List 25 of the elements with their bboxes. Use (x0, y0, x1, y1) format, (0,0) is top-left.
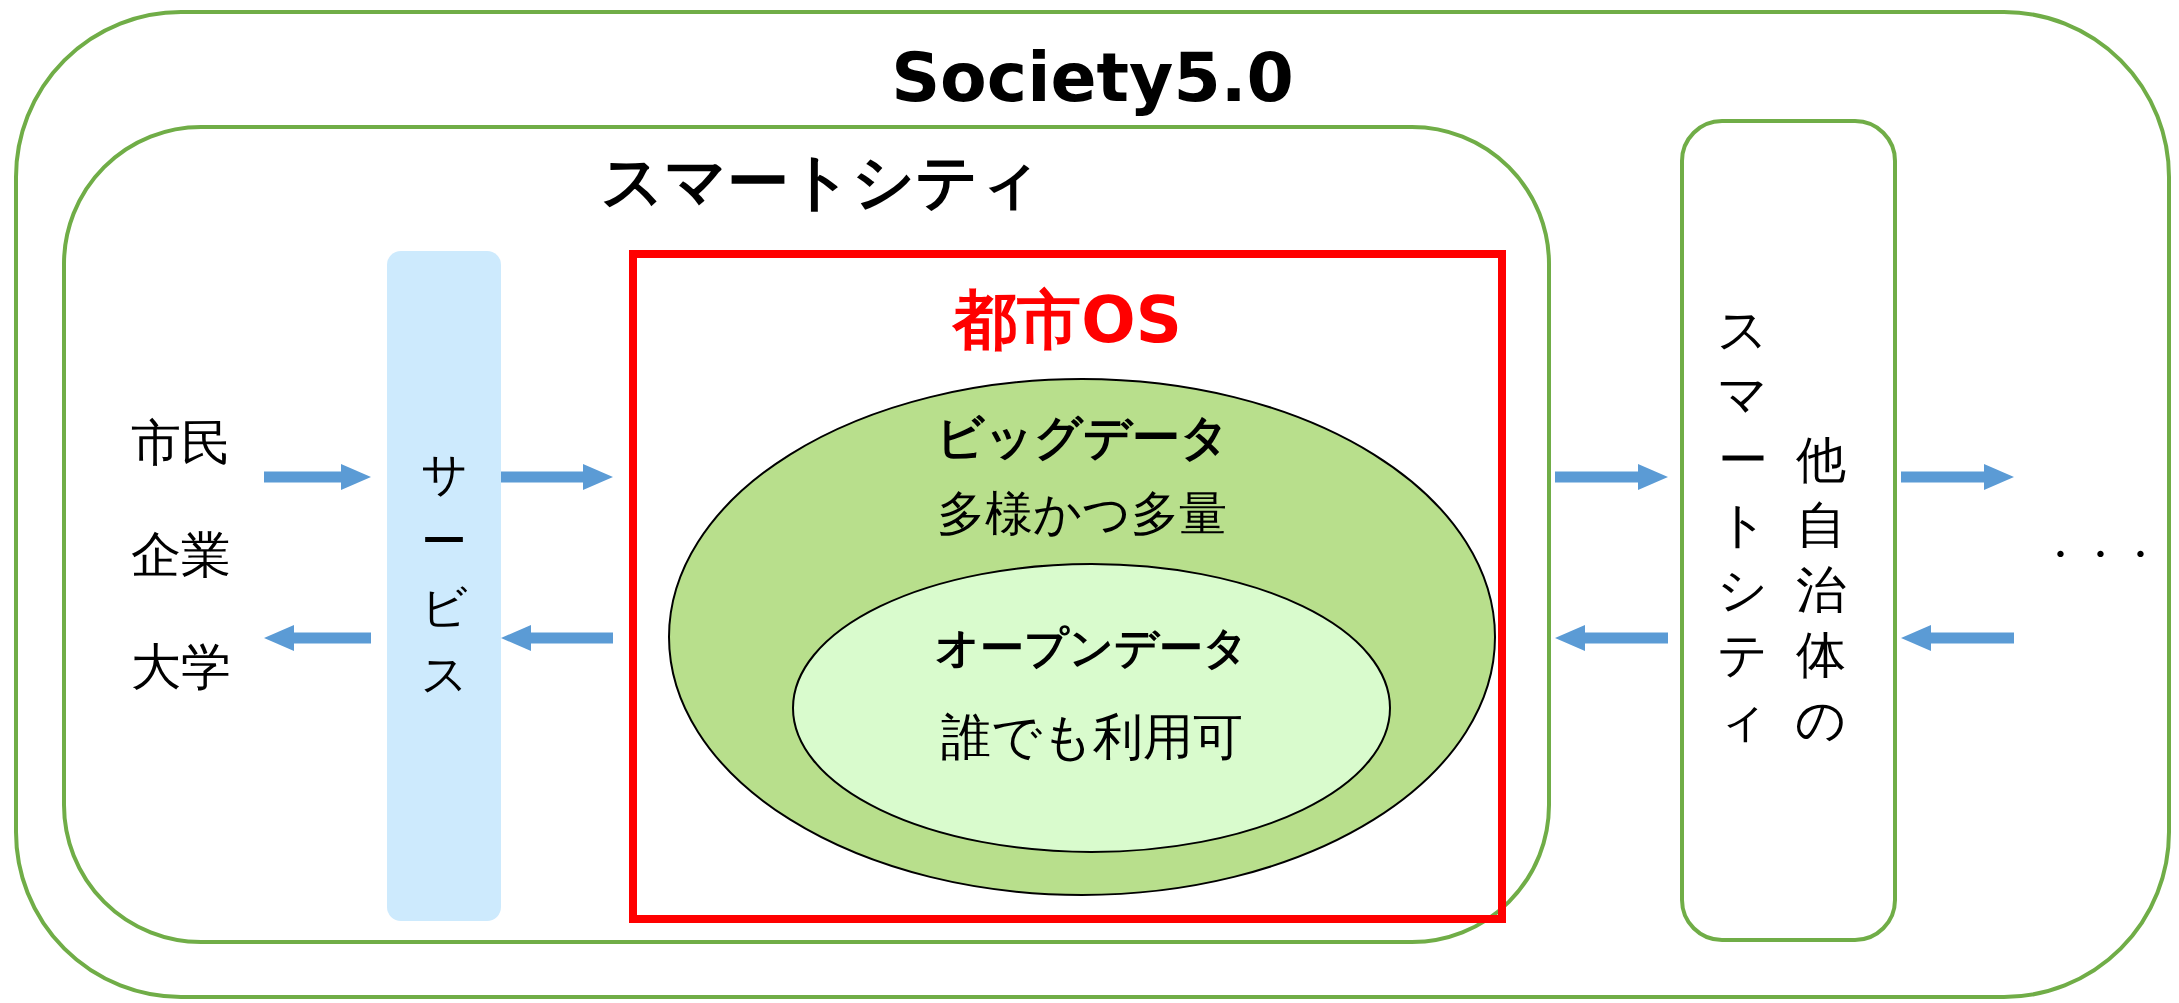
vertical-label: 他自治体のスマートシティ (1718, 300, 1846, 751)
arrow (1555, 464, 1668, 490)
service-bar (387, 251, 501, 921)
vertical-label: サービス (421, 446, 467, 704)
heading: ビッグデータ (934, 413, 1230, 461)
rounded-frame (62, 125, 1551, 944)
arrow (264, 464, 371, 490)
arrow (1901, 625, 2014, 651)
rounded-frame (14, 10, 2171, 999)
stakeholder-label: 大学 (130, 642, 232, 692)
os-frame (629, 250, 1506, 923)
body-text: 多様かつ多量 (936, 489, 1228, 537)
arrow (1901, 464, 2014, 490)
arrow (501, 625, 613, 651)
stakeholder-label: 企業 (130, 530, 232, 580)
stakeholder-label: 市民 (130, 418, 232, 468)
heading: スマートシティ (600, 151, 1042, 213)
arrow (264, 625, 371, 651)
heading: 都市OS (951, 288, 1183, 352)
heading: オープンデータ (934, 626, 1249, 670)
arrow (501, 464, 613, 490)
rounded-frame (1680, 119, 1897, 942)
arrow (1555, 625, 1668, 651)
ellipsis-text: ・・・ (2039, 530, 2161, 579)
body-text: 誰でも利用可 (939, 712, 1244, 762)
